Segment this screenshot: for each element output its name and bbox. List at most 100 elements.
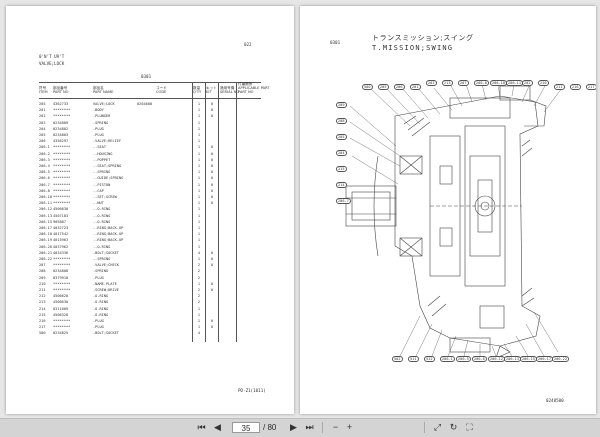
row-part-no: ******** [53,195,71,199]
row-qty: 4 [197,331,201,336]
prev-page-icon[interactable]: ◀ [214,422,221,432]
left-catalog-page: 022 0'N'T U9'T VALVE;LOCK 0301 符号 ITEM 部… [6,6,294,414]
page-number-input[interactable]: 35 [232,422,260,433]
next-page-icon[interactable]: ▶ [290,422,297,432]
row-item: 210 [39,281,46,286]
fullscreen-icon[interactable]: ⛶ [466,422,473,432]
row-part-no: ******** [53,182,71,187]
row-item: 206-20 [39,244,52,249]
zoom-out-icon[interactable]: − [332,422,339,432]
row-part-no: ******** [53,170,71,175]
row-part-name: --PISTON [93,182,111,187]
row-qty: 1 [197,120,201,125]
row-kit: 0 [210,263,214,268]
row-part-name: --GUIDE;SPRING [93,176,124,181]
drawing-number: 0248500 [546,398,564,403]
col-part-name: 部品名 PART NAME [93,86,114,94]
row-part-no: 4037962 [53,244,69,249]
callout-label: 206-11 [506,80,523,86]
callout-label: 215 [336,166,347,172]
row-item: 206-7 [39,182,50,187]
row-qty: 1 [197,238,201,243]
callout-label: 206 [394,84,405,90]
col-item: 符号 ITEM [39,86,48,94]
row-part-name: -PLUG [93,126,104,131]
row-kit: 0 [210,188,214,193]
callout-label: 217 [586,84,596,90]
row-part-no: ******** [53,176,71,181]
row-part-name: --SEAT [93,145,106,150]
row-part-no: ******** [53,145,71,150]
row-part-no: ******** [53,325,71,330]
callout-label: 216 [570,84,581,90]
row-kit: 0 [210,182,214,187]
page-count: / 80 [263,423,277,432]
row-part-no: 4506638 [53,207,69,212]
col-qty: 数量 Q'TY [193,86,202,94]
row-item: 206-21 [39,250,52,255]
col-divider [218,82,219,342]
row-part-name: --O-RING [93,213,111,218]
row-item: 206-5 [39,170,50,175]
rotate-icon[interactable]: ↻ [449,422,458,432]
row-part-no: 4507183 [53,213,69,218]
row-part-name: --O-RING [93,244,111,249]
col-divider [192,82,193,342]
row-qty: 2 [197,294,201,299]
row-qty: 1 [197,164,201,168]
callout-label: 205 [336,134,347,140]
row-part-name: VALVE;LOCK [93,102,115,106]
last-page-icon[interactable]: ⏭ [305,422,314,432]
callout-label: 500 [362,84,373,90]
callout-label: 211 [554,84,565,90]
row-item: 206-3 [39,157,50,162]
row-part-name: -SPRING [93,120,109,125]
row-qty: 1 [197,232,201,237]
row-part-name: --O-RING [93,219,111,224]
callout-label: 208 [336,118,347,124]
row-part-no: ******** [53,257,71,261]
row-part-no: 4506328 [53,312,69,317]
first-page-icon[interactable]: ⏮ [197,422,206,432]
col-code: コード CODE [156,86,167,94]
row-part-no: ******** [53,108,71,113]
fit-page-icon[interactable]: ⤢ [433,422,442,432]
row-qty: 1 [197,281,201,286]
row-item: 206-22 [39,257,52,261]
row-part-no: ******** [53,188,71,193]
row-part-no: ******** [53,288,71,292]
row-qty: 1 [197,157,201,162]
row-kit: 0 [210,151,214,156]
right-diagram-page: 0301 トランスミッション;スイング T.MISSION;SWING [300,6,596,414]
callout-label: 206-1 [440,356,455,362]
callout-label: 502 [392,356,403,362]
row-part-name: -BOLT;SOCKET [93,250,119,255]
row-part-no: ******** [53,114,71,119]
row-part-no: ******** [53,201,71,206]
row-item: 216 [39,319,46,323]
callout-label: 206-17 [536,356,553,362]
row-qty: 2 [197,269,201,274]
row-part-name: -O-RING [93,306,109,311]
zoom-in-icon[interactable]: + [346,422,353,432]
callout-label: 214 [336,182,347,188]
row-part-name: -VALVE;RELIEF [93,139,122,144]
row-item: 212 [39,294,46,299]
col-applicable: 付番関係 APPLICABLE PART PART NO [238,82,270,94]
row-part-no: 0379910 [53,275,69,280]
row-kit: 0 [210,195,214,199]
row-item: 206-8 [39,188,50,193]
row-qty: 1 [197,207,201,212]
callout-label: 206-5 [456,356,471,362]
row-part-no: ******** [53,157,71,162]
